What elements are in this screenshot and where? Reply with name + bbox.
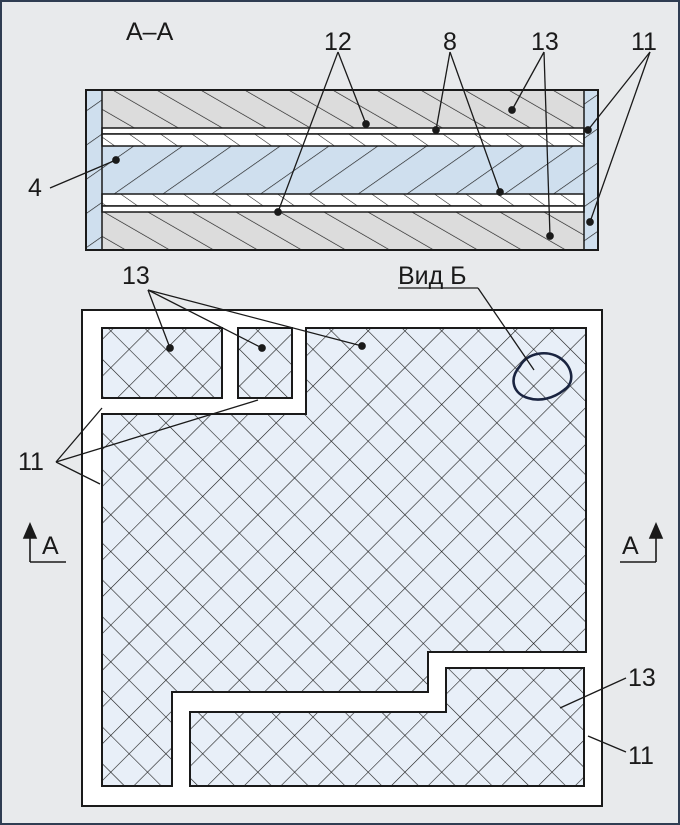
- section-title: A–A: [126, 18, 174, 46]
- section-right-wall-hatch: [584, 90, 598, 250]
- callout-13-right: 13: [628, 664, 656, 692]
- section-bottom-layer-hatch: [102, 212, 584, 250]
- section-top-layer-hatch: [102, 90, 584, 128]
- view-b-circle: [512, 352, 573, 401]
- cut-marker-right-label: A: [622, 532, 639, 560]
- section-upper-strip-hatch: [102, 134, 584, 146]
- section-lower-film: [101, 205, 585, 213]
- callout-11-right: 11: [628, 742, 654, 770]
- callout-4: 4: [28, 174, 42, 202]
- plan-view: [81, 309, 603, 807]
- callout-8: 8: [443, 28, 457, 56]
- section-outline: [85, 89, 599, 251]
- plan-leaders: [55, 287, 627, 753]
- cut-marker-left-arrow: [22, 521, 66, 563]
- cut-marker-left-label: A: [42, 532, 59, 560]
- callout-13-plan: 13: [122, 262, 150, 290]
- section-leaders: [49, 51, 651, 240]
- callout-11-section: 11: [631, 28, 657, 56]
- callout-13-section: 13: [531, 28, 559, 56]
- section-lower-strip-hatch: [102, 194, 584, 206]
- view-b-label: Вид Б: [398, 262, 467, 290]
- section-core-hatch: [86, 146, 598, 194]
- callout-12: 12: [324, 28, 352, 56]
- callout-11-plan: 11: [18, 448, 44, 476]
- section-view: [85, 89, 599, 251]
- cut-marker-right-arrow: [620, 521, 664, 563]
- section-upper-film: [101, 127, 585, 135]
